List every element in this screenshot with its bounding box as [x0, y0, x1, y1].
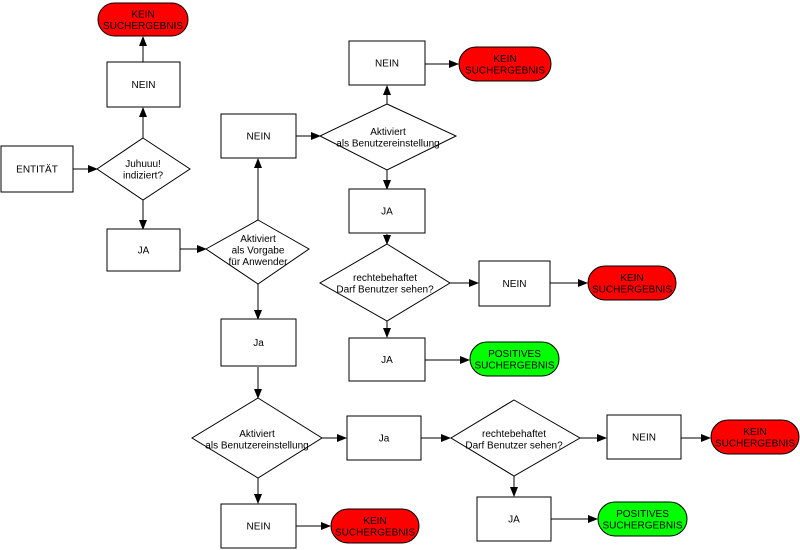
node-ja-3: JA [348, 188, 426, 234]
edges [73, 36, 711, 530]
node-nein-5: NEIN [606, 414, 682, 460]
node-nein-4: NEIN [478, 260, 551, 307]
node-label: NEIN [247, 522, 271, 533]
node-entitaet: ENTITÄT [0, 145, 74, 193]
node-label: Ja [379, 434, 390, 445]
node-ja-6: JA [476, 496, 552, 542]
node-label: JA [138, 246, 150, 257]
node-label: JA [381, 355, 393, 366]
node-label: NEIN [503, 279, 527, 290]
node-label: NEIN [132, 80, 156, 91]
node-ja-4: JA [348, 337, 426, 382]
node-ja-2: Ja [220, 318, 297, 367]
node-label: Ja [253, 338, 264, 349]
node-nein-1: NEIN [106, 61, 181, 108]
node-label: ENTITÄT [16, 164, 58, 176]
node-nein-3: NEIN [348, 40, 426, 86]
node-label: JA [381, 207, 393, 218]
node-label: JA [508, 515, 520, 526]
node-ja-5: Ja [346, 415, 422, 461]
node-ja-1: JA [106, 228, 181, 272]
node-label: NEIN [632, 433, 656, 444]
node-label: NEIN [375, 59, 399, 70]
decision-indiziert: Juhuuu!indiziert? [96, 137, 191, 201]
node-nein-2: NEIN [220, 113, 297, 159]
node-label: NEIN [247, 132, 271, 143]
node-nein-6: NEIN [220, 503, 297, 549]
node-label: Juhuuu!indiziert? [123, 159, 163, 182]
